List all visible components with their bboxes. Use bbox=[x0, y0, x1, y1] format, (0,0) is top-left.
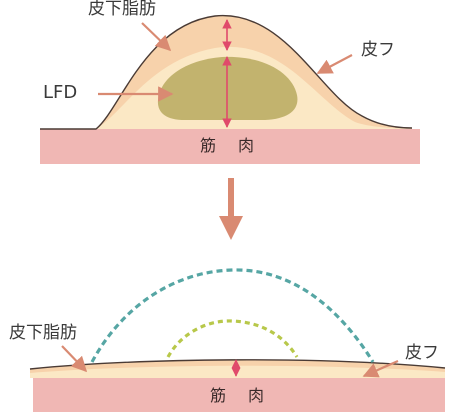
top-skin-label: 皮フ bbox=[361, 40, 395, 60]
bottom-subcutaneous-fat-label: 皮下脂肪 bbox=[9, 323, 77, 343]
pointer-arrow-bottom-subcutaneous-fat bbox=[61, 345, 88, 373]
bottom-muscle-band bbox=[33, 378, 445, 412]
transition-arrow bbox=[219, 178, 243, 240]
top-muscle-label-part1: 筋 bbox=[200, 136, 217, 155]
top-subcutaneous-fat-label: 皮下脂肪 bbox=[88, 0, 156, 19]
bottom-muscle-label: 筋肉 bbox=[210, 388, 264, 404]
top-muscle-label: 筋肉 bbox=[200, 138, 254, 154]
bottom-skin-label: 皮フ bbox=[405, 343, 439, 363]
bottom-muscle-label-part2: 肉 bbox=[248, 386, 265, 405]
pointer-arrow-bottom-skin bbox=[362, 359, 399, 378]
top-skin-outline bbox=[40, 15, 413, 130]
top-lfd-label: LFD bbox=[43, 82, 78, 103]
top-panel bbox=[40, 15, 420, 164]
bottom-panel bbox=[29, 268, 446, 412]
previous-lfd-contour bbox=[166, 319, 299, 358]
pointer-arrow-subcutaneous-fat bbox=[141, 22, 172, 52]
bottom-muscle-label-part1: 筋 bbox=[210, 386, 227, 405]
previous-skin-contour bbox=[90, 268, 375, 363]
top-muscle-label-part2: 肉 bbox=[238, 136, 255, 155]
top-muscle-band bbox=[40, 129, 420, 164]
pointer-arrow-skin bbox=[316, 54, 353, 74]
